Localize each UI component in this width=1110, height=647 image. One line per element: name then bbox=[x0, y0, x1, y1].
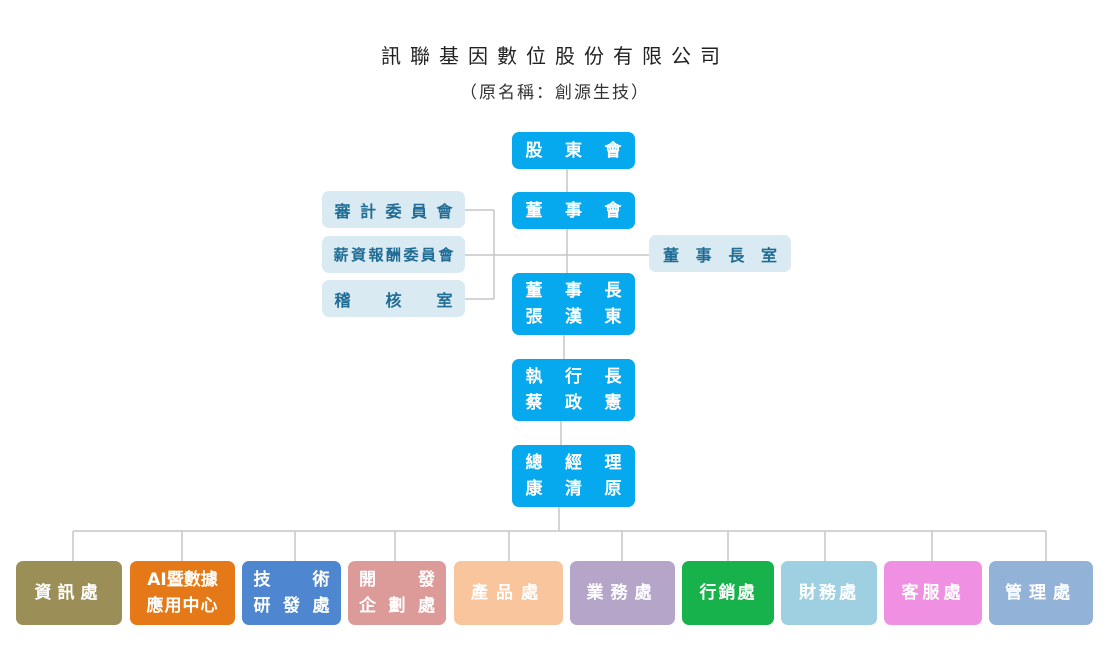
dept-label: 業務處 bbox=[586, 583, 659, 603]
chairman-name: 張漢東 bbox=[525, 307, 622, 327]
dept-label-line2: 應用中心 bbox=[146, 596, 219, 616]
dept-label: 產品處 bbox=[471, 583, 546, 603]
dept-label-line1: 技術 bbox=[253, 570, 330, 590]
ceo-box: 執行長 蔡政憲 bbox=[512, 359, 635, 421]
internal-audit-label: 稽核室 bbox=[334, 290, 453, 310]
dept-label: 財務處 bbox=[799, 583, 859, 603]
general-manager-box: 總經理 康清原 bbox=[512, 445, 635, 507]
compensation-committee-label: 薪資報酬委員會 bbox=[333, 246, 454, 264]
chairman-office-box: 董事長室 bbox=[649, 235, 791, 272]
chairman-title: 董事長 bbox=[525, 281, 622, 301]
page-title: 訊聯基因數位股份有限公司 bbox=[381, 44, 729, 68]
audit-committee-box: 審計委員會 bbox=[322, 191, 465, 228]
dept-customer-service: 客服處 bbox=[884, 561, 982, 625]
dept-finance: 財務處 bbox=[781, 561, 877, 625]
dept-management: 管理處 bbox=[989, 561, 1093, 625]
dept-product: 產品處 bbox=[454, 561, 563, 625]
gm-name: 康清原 bbox=[525, 479, 622, 499]
dept-label: 管理處 bbox=[1005, 583, 1077, 603]
board-label: 董事會 bbox=[525, 200, 622, 221]
dept-tech-rd: 技術 研發處 bbox=[242, 561, 341, 625]
compensation-committee-box: 薪資報酬委員會 bbox=[322, 236, 465, 273]
dept-label: 行銷處 bbox=[699, 583, 757, 603]
gm-title: 總經理 bbox=[525, 453, 622, 473]
dept-label: 資訊處 bbox=[34, 583, 104, 603]
shareholders-label: 股東會 bbox=[525, 140, 622, 161]
dept-marketing: 行銷處 bbox=[682, 561, 774, 625]
dept-label-line1: AI暨數據 bbox=[147, 570, 218, 590]
chairman-box: 董事長 張漢東 bbox=[512, 273, 635, 335]
dept-label: 客服處 bbox=[901, 583, 965, 603]
ceo-title: 執行長 bbox=[525, 367, 622, 387]
dept-label-line1: 開發 bbox=[359, 570, 435, 590]
dept-ai-data-center: AI暨數據 應用中心 bbox=[130, 561, 235, 625]
page-subtitle: （原名稱：創源生技） bbox=[460, 83, 650, 103]
audit-committee-label: 審計委員會 bbox=[334, 201, 453, 221]
dept-sales: 業務處 bbox=[570, 561, 675, 625]
ceo-name: 蔡政憲 bbox=[525, 393, 622, 413]
dept-info: 資訊處 bbox=[16, 561, 122, 625]
dept-label-line2: 研發處 bbox=[253, 596, 330, 616]
chairman-office-label: 董事長室 bbox=[663, 245, 777, 265]
dept-label-line2: 企劃處 bbox=[359, 596, 435, 616]
board-of-directors-box: 董事會 bbox=[512, 192, 635, 229]
dept-dev-planning: 開發 企劃處 bbox=[348, 561, 446, 625]
shareholders-meeting-box: 股東會 bbox=[512, 132, 635, 169]
internal-audit-box: 稽核室 bbox=[322, 280, 465, 317]
